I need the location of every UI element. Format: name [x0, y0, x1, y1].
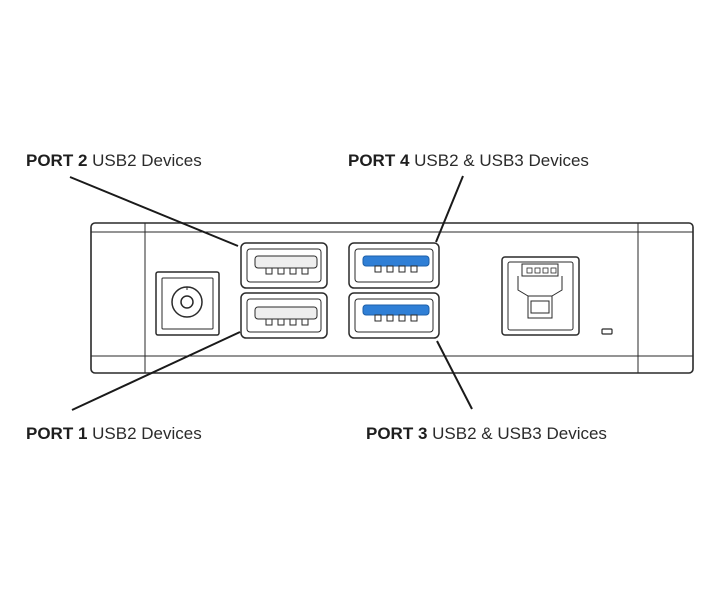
port-4-name: PORT 4 — [348, 151, 410, 170]
hub-body — [90, 222, 694, 374]
port-2-label: PORT 2 USB2 Devices — [26, 151, 202, 171]
port-1-label: PORT 1 USB2 Devices — [26, 424, 202, 444]
port-4-desc: USB2 & USB3 Devices — [414, 151, 589, 170]
dc-power-jack-icon — [155, 271, 220, 336]
port-2-name: PORT 2 — [26, 151, 88, 170]
leader-port-4 — [435, 175, 464, 243]
port-2-desc: USB2 Devices — [92, 151, 202, 170]
port-3-name: PORT 3 — [366, 424, 428, 443]
port-1-desc: USB2 Devices — [92, 424, 202, 443]
leader-port-2 — [69, 176, 239, 247]
port-3-label: PORT 3 USB2 & USB3 Devices — [366, 424, 607, 444]
usb-port-2 — [240, 242, 328, 289]
usb-port-1 — [240, 292, 328, 339]
usb-port-4 — [348, 242, 440, 289]
port-1-name: PORT 1 — [26, 424, 88, 443]
port-3-desc: USB2 & USB3 Devices — [432, 424, 607, 443]
port-4-label: PORT 4 USB2 & USB3 Devices — [348, 151, 589, 171]
leader-port-1 — [71, 331, 241, 411]
usb-port-3 — [348, 292, 440, 339]
usb-b-upstream-port-icon — [501, 256, 580, 336]
status-led-icon — [601, 328, 613, 335]
leader-port-3 — [436, 340, 473, 410]
leader-lines — [69, 175, 473, 411]
